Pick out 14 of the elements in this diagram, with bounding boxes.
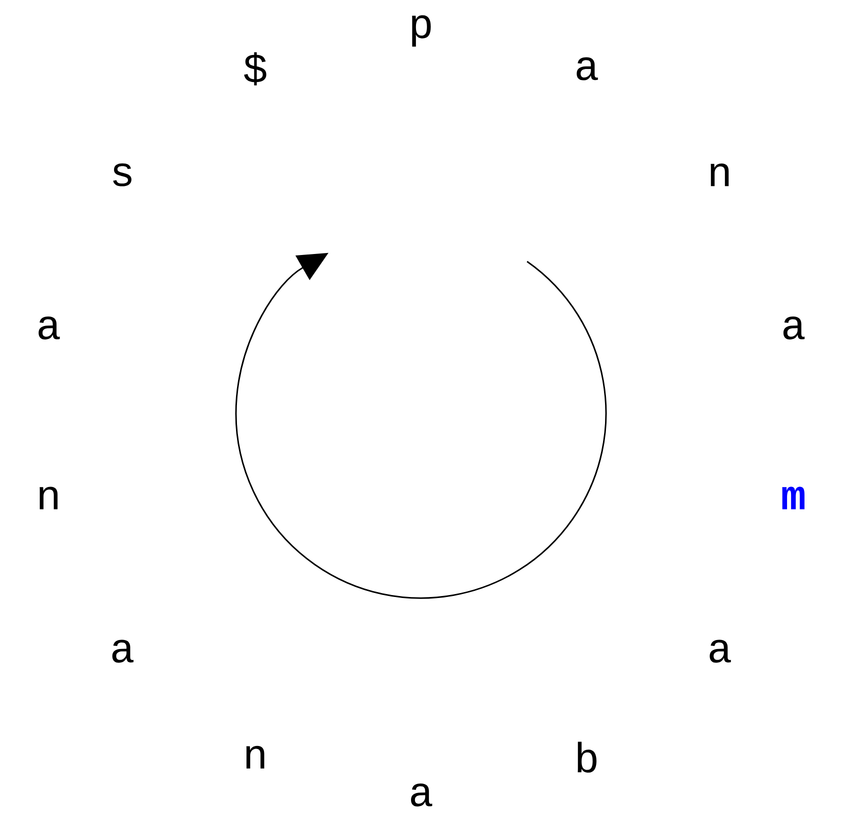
letter-label: s bbox=[113, 163, 132, 186]
letter-label: a bbox=[783, 316, 805, 340]
highlighted-letter: m bbox=[782, 486, 804, 510]
letter-label: a bbox=[710, 640, 731, 663]
letter-label: n bbox=[710, 164, 729, 186]
letter-label: a bbox=[38, 316, 60, 340]
letter-label: a bbox=[112, 640, 134, 663]
letter-label: n bbox=[40, 486, 58, 510]
letter-label: p bbox=[412, 15, 431, 47]
letter-label: a bbox=[576, 57, 598, 80]
letter-label: $ bbox=[244, 52, 266, 86]
letter-label: a bbox=[411, 784, 432, 806]
letter-label: n bbox=[246, 746, 264, 768]
letter-label: b bbox=[578, 742, 596, 773]
